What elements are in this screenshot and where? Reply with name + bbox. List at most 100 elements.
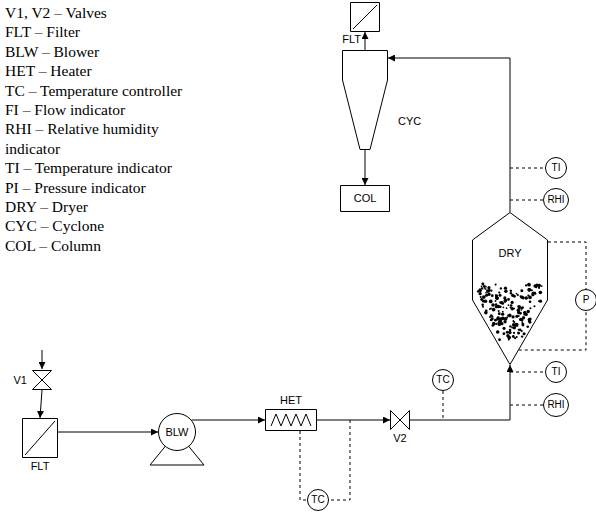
node-label: COL	[354, 193, 377, 204]
particle	[485, 309, 488, 312]
particle	[503, 296, 506, 299]
particle	[498, 338, 501, 341]
particle	[513, 332, 515, 334]
abbreviation-label: BLW – Blower	[5, 42, 200, 61]
air-inlet-arrow	[42, 350, 43, 369]
particle	[539, 300, 542, 303]
instrument-bubble: TC	[432, 369, 454, 391]
particle	[520, 296, 524, 300]
valve-symbol: V1	[32, 370, 52, 390]
filter-diagonal	[25, 421, 55, 455]
process-pipe	[365, 32, 366, 50]
node-outline	[32, 370, 52, 390]
particle	[518, 305, 521, 308]
particle	[500, 301, 503, 304]
particle	[506, 307, 508, 309]
particle	[527, 288, 531, 292]
node-outline	[350, 2, 380, 32]
particle	[515, 315, 518, 318]
instrument-bubble: RHI	[543, 188, 569, 212]
particle	[538, 284, 541, 287]
particle	[517, 311, 520, 314]
instrument-bubble: RHI	[543, 393, 569, 417]
circle-outline	[433, 370, 454, 391]
particle	[514, 337, 516, 339]
particle	[526, 310, 530, 314]
node-label: BLW	[165, 427, 188, 438]
heater-outline	[266, 410, 317, 431]
particle	[520, 289, 523, 292]
process-pipe	[317, 420, 390, 421]
particle	[533, 284, 537, 288]
particle	[508, 304, 510, 306]
particle	[508, 314, 511, 317]
particle	[521, 330, 523, 332]
abbreviation-label: TC – Temperature controller	[5, 81, 200, 100]
particle	[502, 332, 505, 335]
equipment-tag: HET	[280, 395, 302, 406]
particle	[513, 321, 515, 323]
node-outline	[22, 418, 58, 458]
particle	[510, 301, 513, 304]
node-label: RHI	[547, 400, 564, 410]
particle	[513, 308, 515, 310]
signal-line	[510, 168, 545, 169]
instrument-bubble: TC	[307, 489, 329, 511]
circle-outline	[308, 490, 329, 511]
particle	[486, 289, 490, 293]
abbreviation-label: FLT – Filter	[5, 22, 200, 41]
abbreviation-label: DRY – Dryer	[5, 197, 200, 216]
instrument-bubble: TI	[545, 157, 567, 179]
particle	[485, 286, 487, 288]
particle	[513, 295, 516, 298]
equipment-tag: FLT	[31, 461, 50, 472]
particle	[507, 314, 509, 316]
particle	[522, 324, 525, 327]
particle	[520, 295, 522, 297]
particle	[513, 326, 516, 329]
particle	[528, 317, 531, 320]
filter-outline	[351, 3, 380, 32]
particle	[481, 286, 483, 288]
particle	[534, 292, 536, 294]
particle	[528, 318, 531, 321]
particle	[484, 288, 486, 290]
particle	[482, 295, 486, 299]
particle	[481, 287, 483, 289]
particle	[498, 312, 501, 315]
particle	[538, 287, 540, 289]
particle	[528, 288, 532, 292]
particle	[482, 300, 485, 303]
signal-line	[548, 242, 586, 289]
particle	[498, 291, 500, 293]
particle	[504, 317, 508, 321]
particle	[517, 323, 519, 325]
node-label: TC	[436, 375, 449, 385]
particle	[504, 290, 507, 293]
particle	[507, 336, 511, 340]
particle	[531, 289, 533, 291]
node-label: TI	[552, 367, 561, 377]
node-outline	[342, 50, 388, 150]
particle	[512, 320, 514, 322]
instrument-bubble: P	[575, 289, 596, 311]
node-outline	[472, 212, 548, 365]
particle	[490, 307, 492, 309]
process-pipe	[365, 150, 366, 185]
particle	[504, 301, 506, 303]
particle	[495, 305, 498, 308]
particle	[504, 301, 506, 303]
dryer-outline	[473, 213, 548, 365]
particle	[515, 323, 519, 327]
abbreviation-label: CYC – Cyclone	[5, 216, 200, 235]
filter-box: FLT	[22, 418, 58, 458]
circle-outline	[544, 189, 569, 212]
particle	[534, 293, 536, 295]
particle	[510, 304, 513, 307]
particle	[521, 306, 524, 309]
particle	[481, 283, 484, 286]
particle	[487, 293, 490, 296]
particle	[491, 294, 494, 297]
particle	[490, 319, 492, 321]
